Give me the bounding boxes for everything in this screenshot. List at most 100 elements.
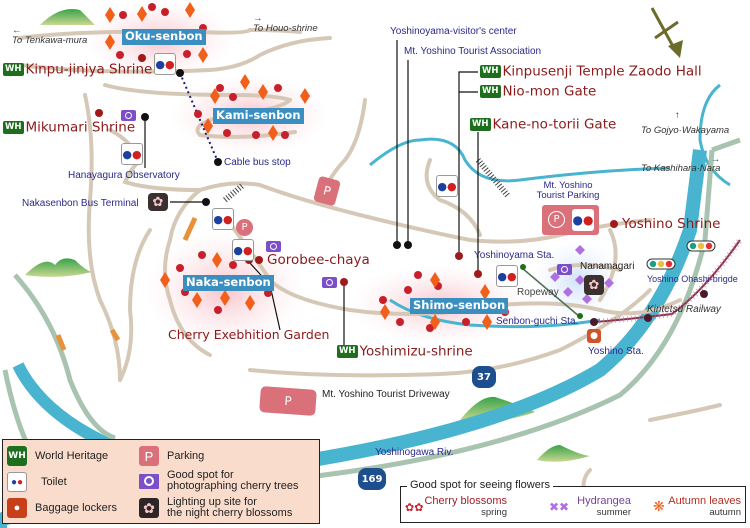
route-number: 37 bbox=[477, 371, 491, 383]
toilet-icon[interactable]: ●● bbox=[154, 53, 176, 75]
place-tourist-driveway[interactable]: Mt. Yoshino Tourist Driveway bbox=[322, 389, 450, 400]
route-number: 169 bbox=[361, 473, 383, 485]
place-yoshino-ohashi-bridge[interactable]: Yoshino Ohashi-brigde bbox=[647, 274, 738, 284]
bridge bbox=[55, 334, 67, 351]
toilet-icon: ●● bbox=[7, 472, 27, 492]
arrow-right-icon: → bbox=[253, 13, 263, 24]
hill bbox=[25, 258, 92, 277]
legend: WH World Heritage ●● Toilet ● Baggage lo… bbox=[2, 439, 320, 524]
place-yoshino-station[interactable]: Yoshino Sta. bbox=[588, 346, 644, 357]
bridge bbox=[182, 216, 198, 242]
baggage-locker-icon: ● bbox=[7, 498, 27, 518]
camera-icon[interactable] bbox=[322, 277, 337, 288]
toilet-icon[interactable]: ●● bbox=[436, 175, 458, 197]
direction-label: To Gojyo·Wakayama bbox=[641, 125, 730, 136]
camera-icon[interactable] bbox=[557, 264, 572, 275]
cherry-blossom-markers bbox=[116, 3, 509, 332]
lighting-up-icon: ✿ bbox=[139, 498, 159, 518]
world-heritage-badge: WH bbox=[470, 118, 491, 131]
site-cherry-exhibition-garden[interactable]: Cherry Exebhition Garden bbox=[168, 327, 330, 342]
place-tourist-parking[interactable]: Mt. Yoshino Tourist Parking bbox=[532, 181, 604, 201]
camera-icon bbox=[139, 473, 159, 489]
place-ropeway[interactable]: Ropeway bbox=[517, 287, 559, 298]
flower-legend-title: Good spot for seeing flowers bbox=[407, 479, 554, 491]
site-label: Mikumari Shrine bbox=[25, 119, 136, 136]
parking-icon[interactable]: P bbox=[236, 219, 253, 236]
flower-legend: Good spot for seeing flowers ✿✿ Cherry b… bbox=[400, 479, 746, 523]
legend-toilet: ●● Toilet bbox=[7, 472, 67, 492]
flower-autumn-leaves: ❋ Autumn leaves autumn bbox=[653, 495, 741, 518]
place-visitor-center[interactable]: Yoshinoyama-visitor's center bbox=[390, 26, 517, 37]
place-nanamagari[interactable]: Nanamagari bbox=[580, 261, 635, 272]
site-label: Yoshimizu-shrine bbox=[359, 343, 473, 360]
toilet-icon[interactable]: ●● bbox=[496, 265, 518, 287]
bridge bbox=[109, 328, 121, 342]
lighting-up-icon[interactable]: ✿ bbox=[148, 193, 168, 211]
north-arrow-icon bbox=[650, 7, 683, 58]
site-label: Nio-mon Gate bbox=[502, 83, 597, 100]
direction-houo-shrine[interactable]: →To Houo-shrine bbox=[253, 14, 318, 34]
direction-kashihara-nara[interactable]: →To Kashihara·Nara bbox=[641, 155, 721, 174]
tourist-parking-block[interactable]: P ●● bbox=[542, 205, 599, 235]
site-yoshino-shrine[interactable]: Yoshino Shrine bbox=[622, 216, 721, 232]
parking-icon: P bbox=[139, 446, 159, 466]
place-kintetsu-railway[interactable]: Kintetsu Railway bbox=[647, 304, 721, 315]
direction-label: To Houo-shrine bbox=[253, 23, 318, 34]
site-label: Kinpu-jinjya Shrine bbox=[25, 61, 153, 78]
area-naka-senbon[interactable]: Naka-senbon bbox=[183, 275, 274, 291]
route-169-badge: 169 bbox=[358, 468, 386, 490]
toilet-icon[interactable]: ●● bbox=[121, 143, 143, 165]
parking-icon: P bbox=[548, 211, 565, 228]
autumn-leaf-markers bbox=[105, 2, 492, 330]
world-heritage-badge: WH bbox=[480, 85, 501, 98]
cable-car-track bbox=[223, 182, 245, 203]
place-cable-bus-stop[interactable]: Cable bus stop bbox=[224, 157, 291, 168]
place-tourist-association[interactable]: Mt. Yoshino Tourist Association bbox=[404, 46, 542, 57]
direction-label: To Tenkawa-mura bbox=[12, 35, 88, 46]
toilet-icon[interactable]: ●● bbox=[232, 239, 254, 261]
legend-parking: P Parking bbox=[139, 446, 204, 466]
national-roads bbox=[2, 137, 741, 481]
legend-world-heritage: WH World Heritage bbox=[7, 446, 108, 466]
lighting-up-icon[interactable]: ✿ bbox=[584, 275, 604, 295]
world-heritage-icon: WH bbox=[7, 446, 27, 466]
traffic-light-icon bbox=[646, 240, 716, 270]
arrow-up-icon: ↑ bbox=[675, 110, 680, 121]
place-label: Mt. Yoshino Tourist Parking bbox=[536, 180, 600, 201]
place-yoshinogawa-river[interactable]: Yoshinogawa Riv. bbox=[375, 447, 454, 458]
place-hanayagura-observatory[interactable]: Hanayagura Observatory bbox=[68, 170, 180, 181]
area-oku-senbon[interactable]: Oku-senbon bbox=[122, 29, 206, 45]
hydrangea-markers bbox=[550, 245, 614, 304]
camera-icon[interactable] bbox=[121, 110, 136, 121]
site-label: Kinpusenji Temple Zaodo Hall bbox=[502, 63, 702, 80]
baggage-locker-icon[interactable]: ● bbox=[587, 329, 601, 343]
world-heritage-badge: WH bbox=[480, 65, 501, 78]
kintetsu-railway-ticks bbox=[594, 238, 743, 325]
place-nakasenbon-bus-terminal[interactable]: Nakasenbon Bus Terminal bbox=[22, 198, 139, 209]
area-shimo-senbon[interactable]: Shimo-senbon bbox=[410, 298, 509, 314]
direction-tenkawa-mura[interactable]: ←To Tenkawa-mura bbox=[12, 26, 88, 46]
direction-label: To Kashihara·Nara bbox=[641, 163, 721, 174]
area-kami-senbon[interactable]: Kami-senbon bbox=[213, 108, 304, 124]
parking-icon[interactable]: P bbox=[259, 386, 317, 416]
site-gorobee-chaya[interactable]: Gorobee-chaya bbox=[267, 252, 370, 268]
toilet-icon[interactable]: ●● bbox=[212, 208, 234, 230]
legend-baggage-lockers: ● Baggage lockers bbox=[7, 498, 117, 518]
direction-gojyo-wakayama[interactable]: ↑ To Gojyo·Wakayama bbox=[641, 111, 730, 136]
place-senbon-guchi-station[interactable]: Senbon-guchi Sta. bbox=[496, 316, 579, 327]
flower-hydrangea: ✖✖ Hydrangea summer bbox=[549, 495, 631, 518]
hill bbox=[40, 9, 95, 25]
world-heritage-badge: WH bbox=[3, 121, 24, 134]
camera-icon[interactable] bbox=[266, 241, 281, 252]
flower-cherry-blossoms: ✿✿ Cherry blossoms spring bbox=[405, 495, 507, 518]
hydrangea-icon: ✖✖ bbox=[549, 500, 570, 514]
world-heritage-badge: WH bbox=[337, 345, 358, 358]
place-yoshinoyama-station[interactable]: Yoshinoyama Sta. bbox=[474, 250, 555, 261]
